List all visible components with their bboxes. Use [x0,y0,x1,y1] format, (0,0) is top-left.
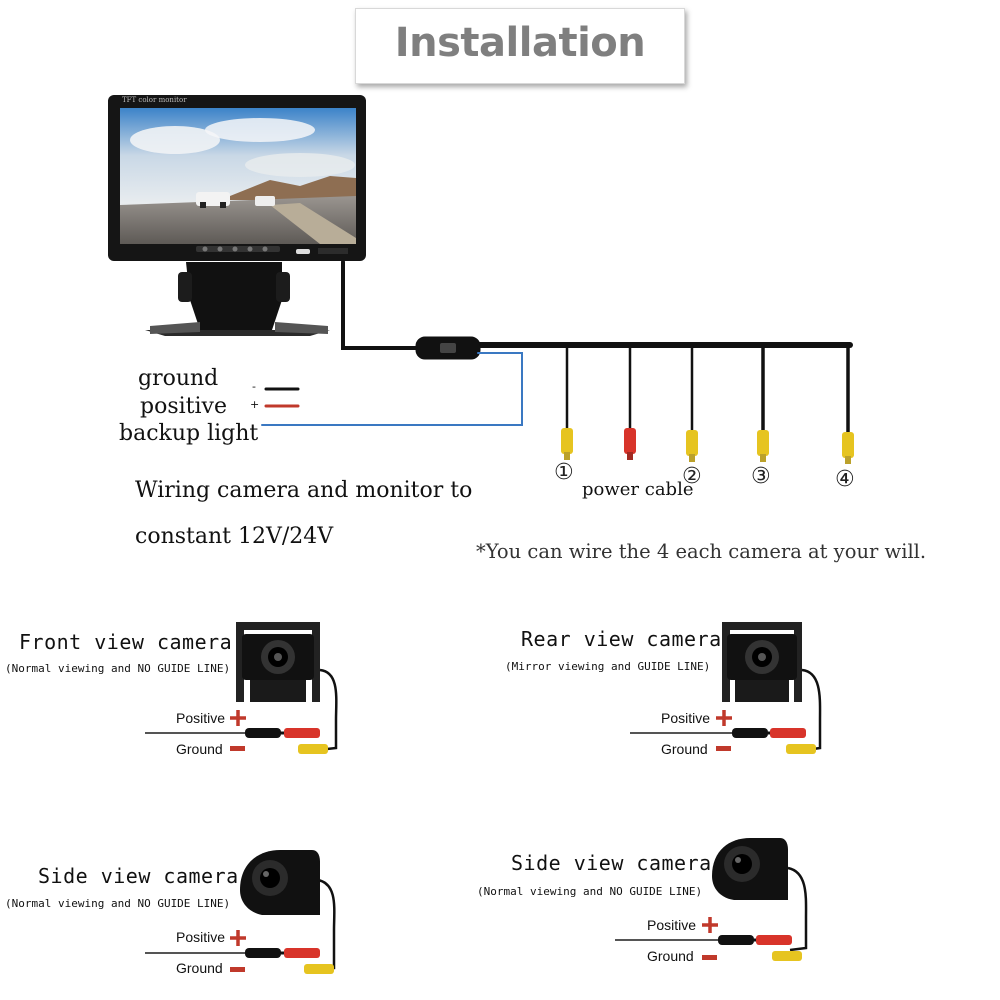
rca-connectors [561,345,854,464]
side-camera-left-title: Side view camera [38,864,239,888]
wiring-description-line1: Wiring camera and monitor to [135,478,473,503]
side-camera-left-positive-label: Positive [176,929,226,945]
main-cable [261,260,853,426]
side-camera-right-illustration [615,838,808,961]
positive-sign: + [250,398,260,411]
ground-label: ground [138,366,219,391]
wiring-description-line2: constant 12V/24V [135,524,334,549]
rear-camera-ground-label: Ground [661,741,708,757]
monitor-bezel-text: TFT color monitor [122,96,187,104]
side-camera-right-positive-label: Positive [647,917,697,933]
rear-camera-title: Rear view camera [521,627,722,651]
connector-number-1: ① [554,460,574,485]
front-camera-ground-label: Ground [176,741,223,757]
ground-sign: - [252,380,256,393]
side-camera-right-subtitle: (Normal viewing and NO GUIDE LINE) [477,885,703,898]
rear-camera-positive-label: Positive [661,710,711,726]
wiring-note: *You can wire the 4 each camera at your … [476,540,927,563]
backup-light-label: backup light [119,421,259,446]
side-camera-left-illustration [145,850,336,974]
monitor-illustration [108,95,366,336]
side-camera-left-ground-label: Ground [176,960,223,976]
connector-number-2: ② [682,464,702,489]
rear-camera-subtitle: (Mirror viewing and GUIDE LINE) [505,660,711,673]
page-title: Installation [394,20,646,66]
front-camera-subtitle: (Normal viewing and NO GUIDE LINE) [5,662,231,675]
connector-number-3: ③ [751,464,771,489]
connector-number-4: ④ [835,467,855,492]
title-box [355,8,685,84]
power-cable-label: power cable [582,479,694,500]
positive-label: positive [140,394,227,419]
side-camera-right-ground-label: Ground [647,948,694,964]
rear-camera-illustration [630,622,822,754]
front-camera-title: Front view camera [19,630,233,654]
side-camera-right-title: Side view camera [511,851,712,875]
side-camera-left-subtitle: (Normal viewing and NO GUIDE LINE) [5,897,231,910]
front-camera-illustration [145,622,338,754]
front-camera-positive-label: Positive [176,710,226,726]
